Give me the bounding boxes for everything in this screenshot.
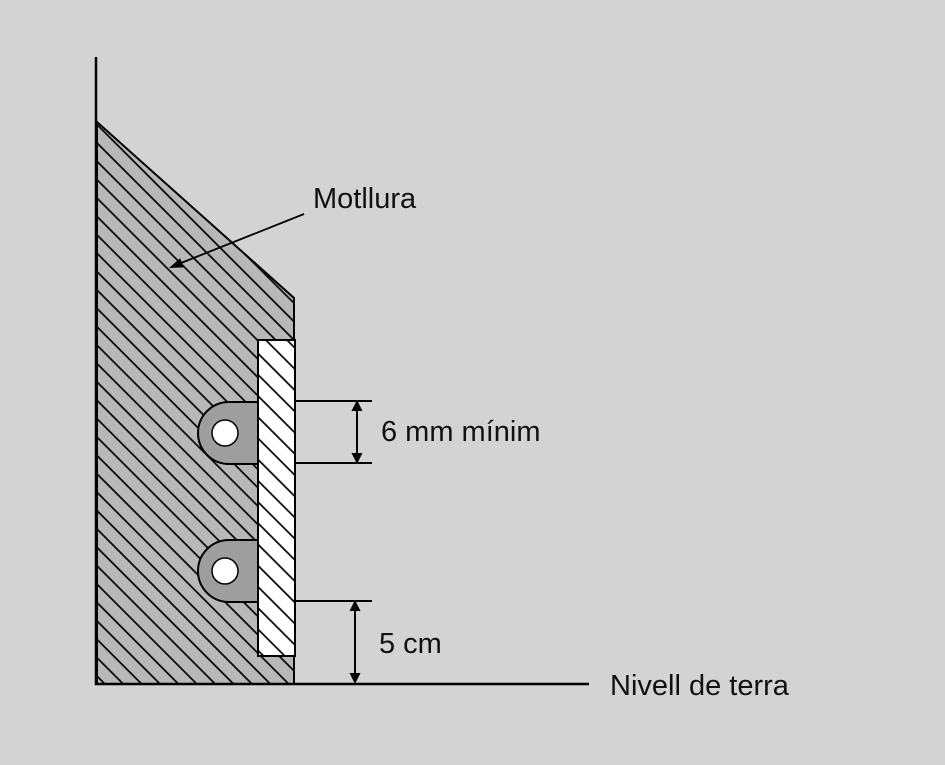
gap-arrowhead-up-icon [351,400,363,411]
clearance-dimension-label: 5 cm [379,628,442,660]
ground-level-label: Nivell de terra [610,670,790,702]
molding-pointer-arrowhead-icon [169,258,184,268]
batten-strip [257,339,296,657]
molding-pointer-line [180,213,305,264]
gap-arrowhead-down-icon [351,453,363,464]
clearance-arrowhead-up-icon [349,600,361,611]
fixing-ring-top-hole [211,419,239,447]
gap-dimension-label: 6 mm mínim [381,416,541,448]
clearance-arrowhead-down-icon [349,673,361,684]
molding-label: Motllura [313,183,417,215]
fixing-ring-bottom-hole [211,557,239,585]
